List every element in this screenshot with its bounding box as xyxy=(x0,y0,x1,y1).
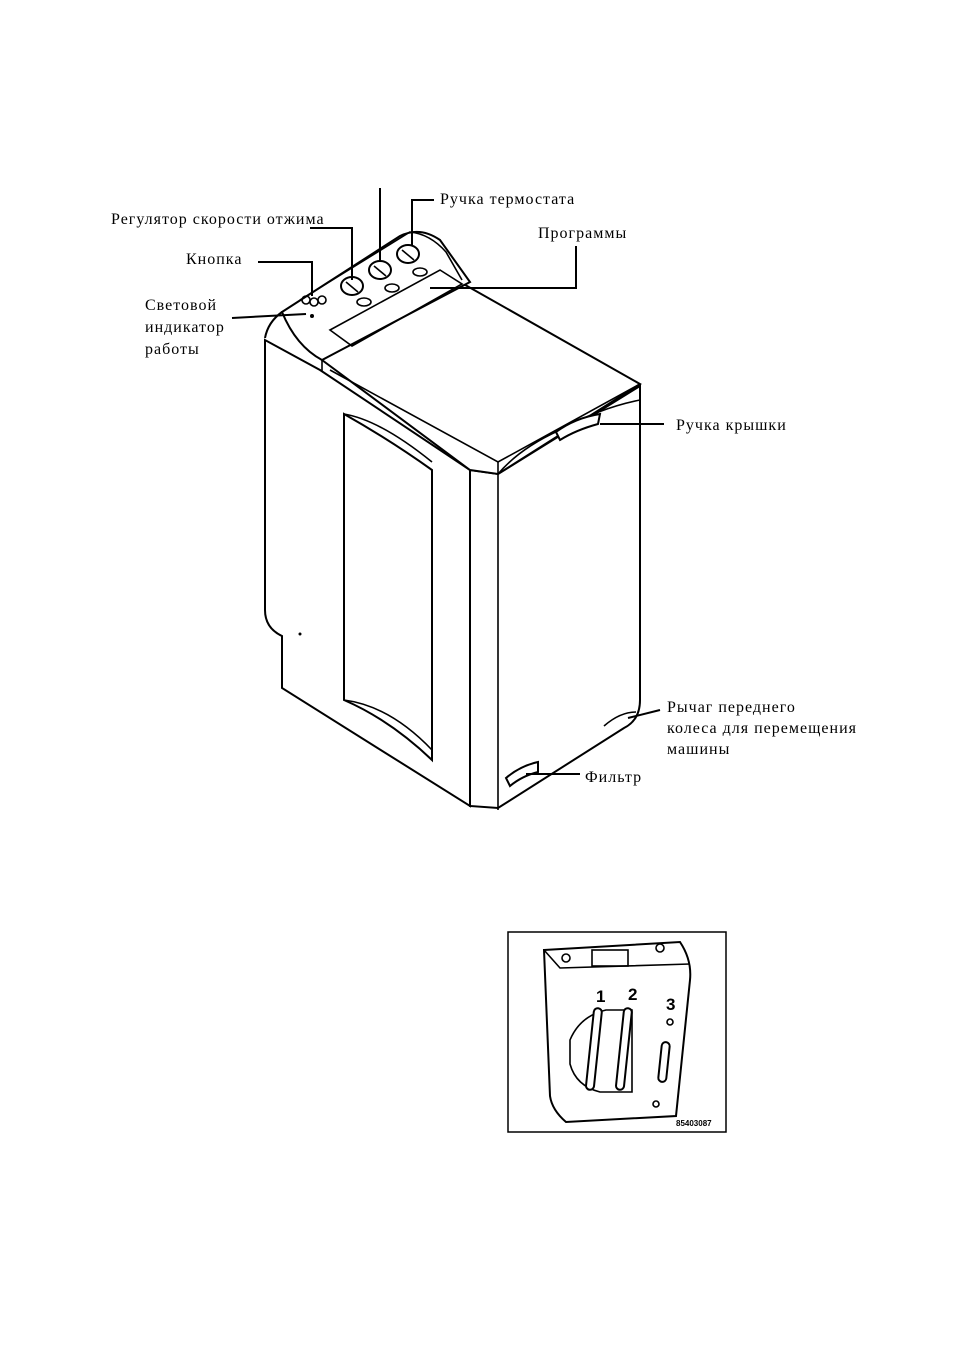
slot-number-3: 3 xyxy=(666,995,675,1014)
label-button: Кнопка xyxy=(186,250,242,270)
filter-inset: 1 2 3 85403087 xyxy=(508,932,726,1132)
machine-body xyxy=(265,232,640,810)
label-wheel-lever-1: Рычаг переднего xyxy=(667,698,796,718)
inset-code: 85403087 xyxy=(676,1119,712,1128)
label-indicator-3: работы xyxy=(145,340,200,360)
label-filter: Фильтр xyxy=(585,768,642,788)
label-thermostat: Ручка термостата xyxy=(440,190,575,210)
slot-number-2: 2 xyxy=(628,985,637,1004)
label-indicator-2: индикатор xyxy=(145,318,225,338)
label-programs: Программы xyxy=(538,224,627,244)
label-wheel-lever-3: машины xyxy=(667,740,730,760)
label-indicator-1: Световой xyxy=(145,296,217,316)
label-wheel-lever-2: колеса для перемещения xyxy=(667,719,857,739)
label-lid-handle: Ручка крышки xyxy=(676,416,787,436)
slot-number-1: 1 xyxy=(596,987,605,1006)
label-spin-speed: Регулятор скорости отжима xyxy=(111,210,325,230)
